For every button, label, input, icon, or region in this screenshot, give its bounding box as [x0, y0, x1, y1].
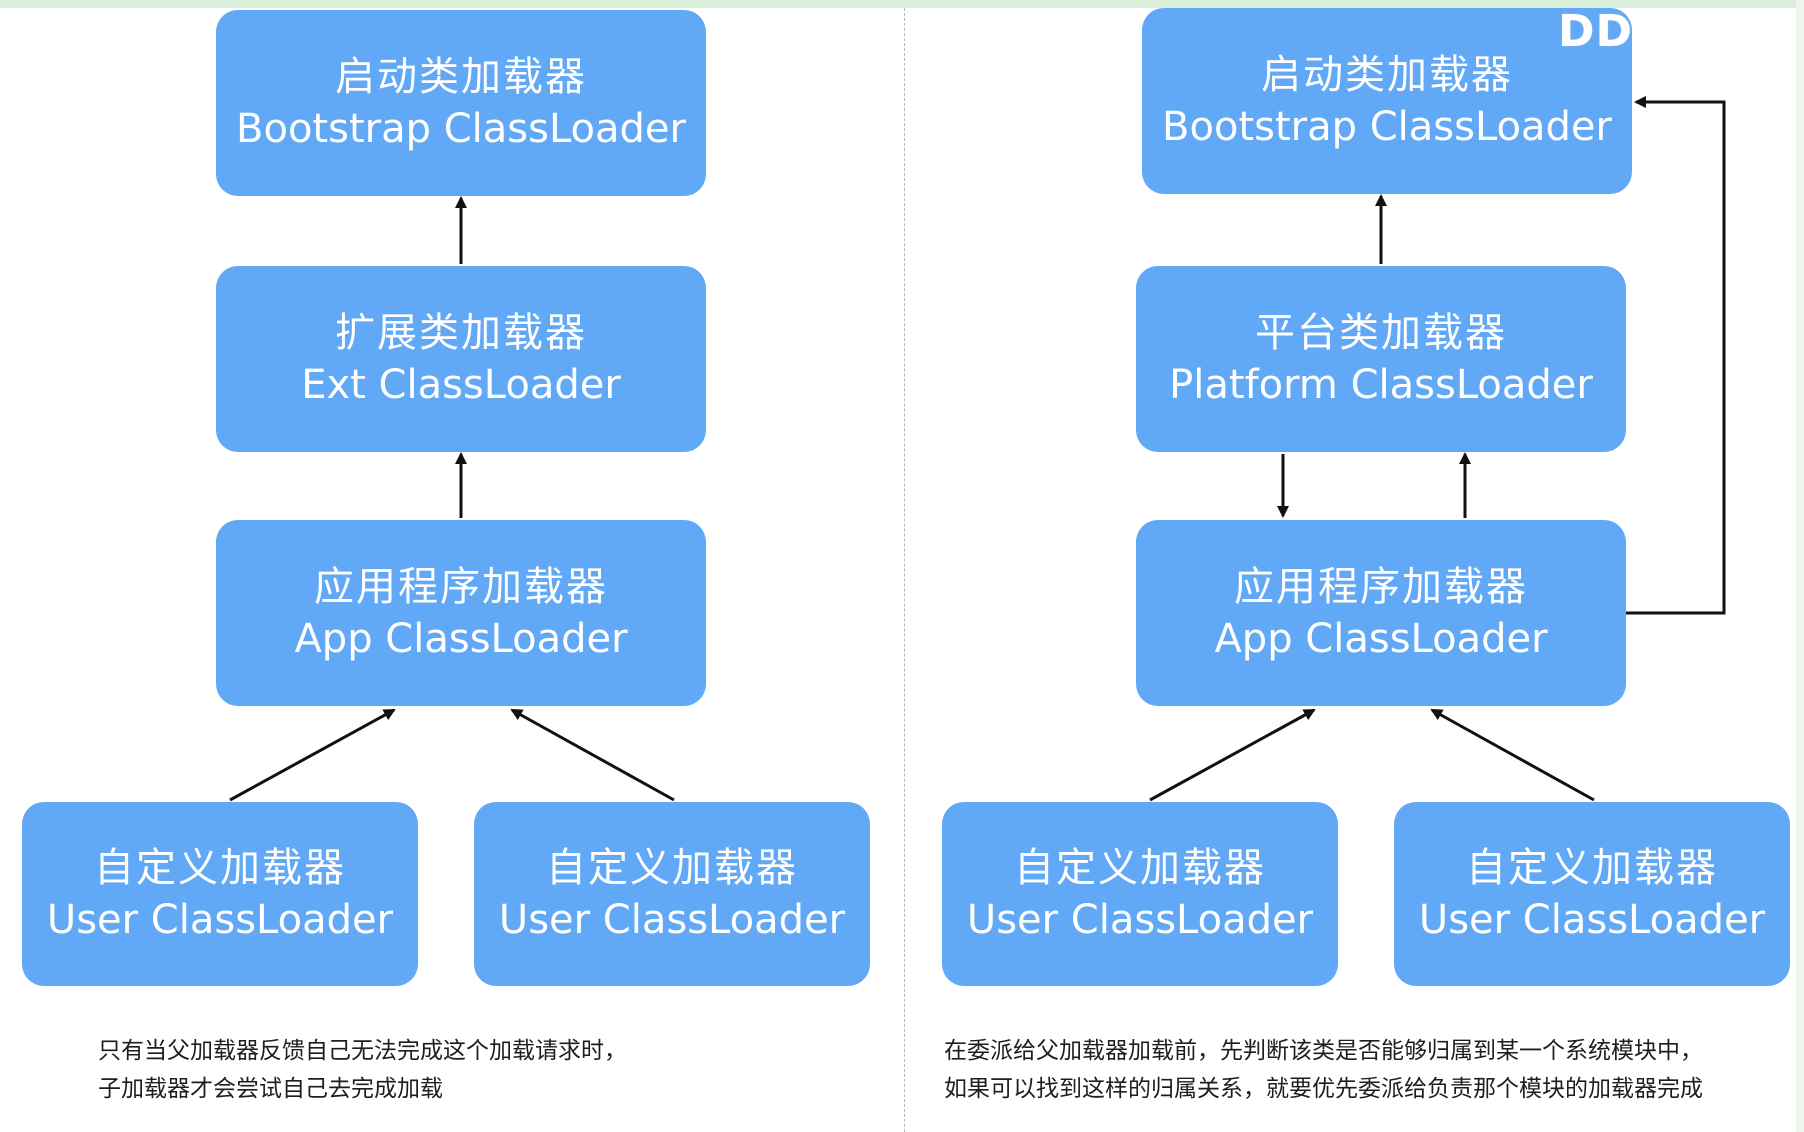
right-bootstrap-en-label: Bootstrap ClassLoader	[1162, 104, 1612, 150]
right-arrow-user2-to-app	[1430, 708, 1595, 802]
left-caption-line-2: 子加载器才会尝试自己去完成加载	[98, 1076, 443, 1102]
left-caption-line-1: 只有当父加载器反馈自己无法完成这个加载请求时，	[98, 1038, 627, 1064]
right-edge-strip	[1796, 0, 1804, 1132]
right-caption: 在委派给父加载器加载前，先判断该类是否能够归属到某一个系统模块中， 如果可以找到…	[944, 1032, 1796, 1108]
right-platform-en-label: Platform ClassLoader	[1169, 362, 1593, 408]
right-platform-classloader-box: 平台类加载器 Platform ClassLoader	[1136, 266, 1626, 452]
watermark-logo: DD	[1558, 6, 1634, 57]
right-arrow-user1-to-app	[1149, 708, 1316, 802]
left-caption: 只有当父加载器反馈自己无法完成这个加载请求时， 子加载器才会尝试自己去完成加载	[98, 1032, 627, 1108]
right-user-classloader-box-2: 自定义加载器 User ClassLoader	[1394, 802, 1790, 986]
left-user2-zh-label: 自定义加载器	[546, 845, 798, 891]
left-ext-en-label: Ext ClassLoader	[301, 362, 621, 408]
left-user1-en-label: User ClassLoader	[46, 897, 394, 943]
left-arrow-user1-to-app	[229, 708, 396, 802]
left-app-en-label: App ClassLoader	[294, 616, 628, 662]
right-bootstrap-classloader-box: 启动类加载器 Bootstrap ClassLoader	[1142, 8, 1632, 194]
top-edge-strip	[0, 0, 1804, 8]
left-bootstrap-en-label: Bootstrap ClassLoader	[236, 106, 686, 152]
panel-divider	[904, 8, 905, 1132]
left-arrow-user2-to-app	[510, 708, 675, 802]
left-ext-zh-label: 扩展类加载器	[335, 310, 587, 356]
left-bootstrap-classloader-box: 启动类加载器 Bootstrap ClassLoader	[216, 10, 706, 196]
left-bootstrap-zh-label: 启动类加载器	[335, 54, 587, 100]
right-caption-line-2: 如果可以找到这样的归属关系，就要优先委派给负责那个模块的加载器完成	[944, 1076, 1703, 1102]
right-app-classloader-box: 应用程序加载器 App ClassLoader	[1136, 520, 1626, 706]
right-app-en-label: App ClassLoader	[1214, 616, 1548, 662]
left-user2-en-label: User ClassLoader	[498, 897, 846, 943]
right-caption-line-1: 在委派给父加载器加载前，先判断该类是否能够归属到某一个系统模块中，	[944, 1038, 1703, 1064]
right-platform-zh-label: 平台类加载器	[1255, 310, 1507, 356]
left-app-zh-label: 应用程序加载器	[314, 564, 608, 610]
right-user-classloader-box-1: 自定义加载器 User ClassLoader	[942, 802, 1338, 986]
right-arrow-app-to-bootstrap-bypass	[1626, 96, 1726, 615]
right-user1-zh-label: 自定义加载器	[1014, 845, 1266, 891]
right-bootstrap-zh-label: 启动类加载器	[1261, 52, 1513, 98]
left-user1-zh-label: 自定义加载器	[94, 845, 346, 891]
left-app-classloader-box: 应用程序加载器 App ClassLoader	[216, 520, 706, 706]
right-user2-en-label: User ClassLoader	[1418, 897, 1766, 943]
right-app-zh-label: 应用程序加载器	[1234, 564, 1528, 610]
left-ext-classloader-box: 扩展类加载器 Ext ClassLoader	[216, 266, 706, 452]
left-user-classloader-box-1: 自定义加载器 User ClassLoader	[22, 802, 418, 986]
right-user1-en-label: User ClassLoader	[966, 897, 1314, 943]
left-user-classloader-box-2: 自定义加载器 User ClassLoader	[474, 802, 870, 986]
right-user2-zh-label: 自定义加载器	[1466, 845, 1718, 891]
